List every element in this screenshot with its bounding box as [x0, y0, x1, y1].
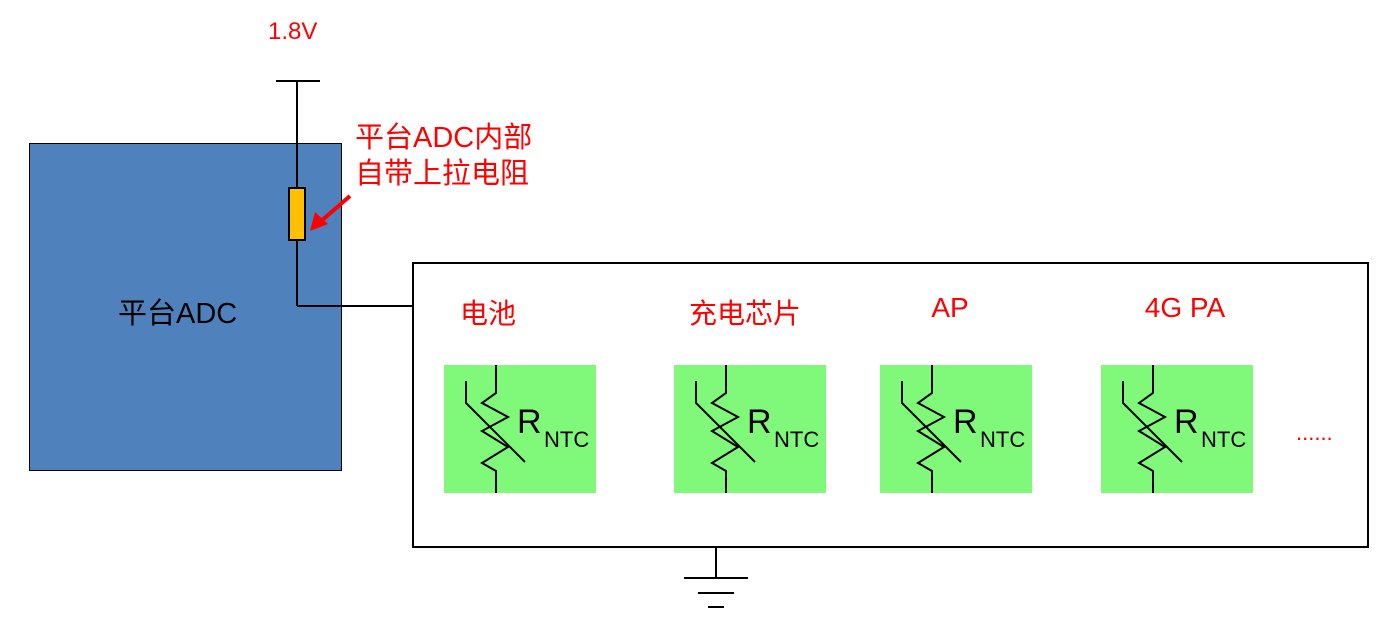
ntc-symbol: R	[517, 403, 542, 441]
ntc-subscript: NTC	[774, 427, 820, 452]
more-ellipsis: ......	[1296, 420, 1333, 445]
thermistor-label-4gpa: 4G PA	[1144, 292, 1226, 323]
ntc-symbol: R	[1174, 403, 1199, 441]
thermistor-group-box	[412, 262, 1369, 548]
pullup-note-line1: 平台ADC内部	[355, 122, 533, 154]
pullup-note: 平台ADC内部 自带上拉电阻	[355, 120, 532, 192]
thermistor-symbol-icon	[901, 365, 962, 493]
thermistor-label-charger: 充电芯片	[688, 298, 802, 329]
ntc-subscript: NTC	[1201, 427, 1247, 452]
ntc-symbol: R	[953, 403, 978, 441]
supply-voltage-label: 1.8V	[268, 18, 318, 45]
adc-label: 平台ADC	[118, 298, 238, 330]
pullup-note-line2: 自带上拉电阻	[355, 158, 530, 190]
arrow-line	[318, 194, 352, 224]
thermistor-symbol-icon	[1122, 365, 1183, 493]
thermistor-label-battery: 电池	[459, 298, 517, 329]
thermistor-symbol-icon	[695, 365, 756, 493]
thermistor-label-ap: AP	[931, 292, 969, 323]
ntc-subscript: NTC	[980, 427, 1026, 452]
ntc-symbol: R	[747, 403, 772, 441]
arrow-head-icon	[310, 212, 328, 231]
pullup-resistor	[288, 187, 306, 241]
ntc-subscript: NTC	[544, 427, 590, 452]
thermistor-symbol-icon	[465, 365, 526, 493]
ground-icon	[684, 577, 748, 608]
